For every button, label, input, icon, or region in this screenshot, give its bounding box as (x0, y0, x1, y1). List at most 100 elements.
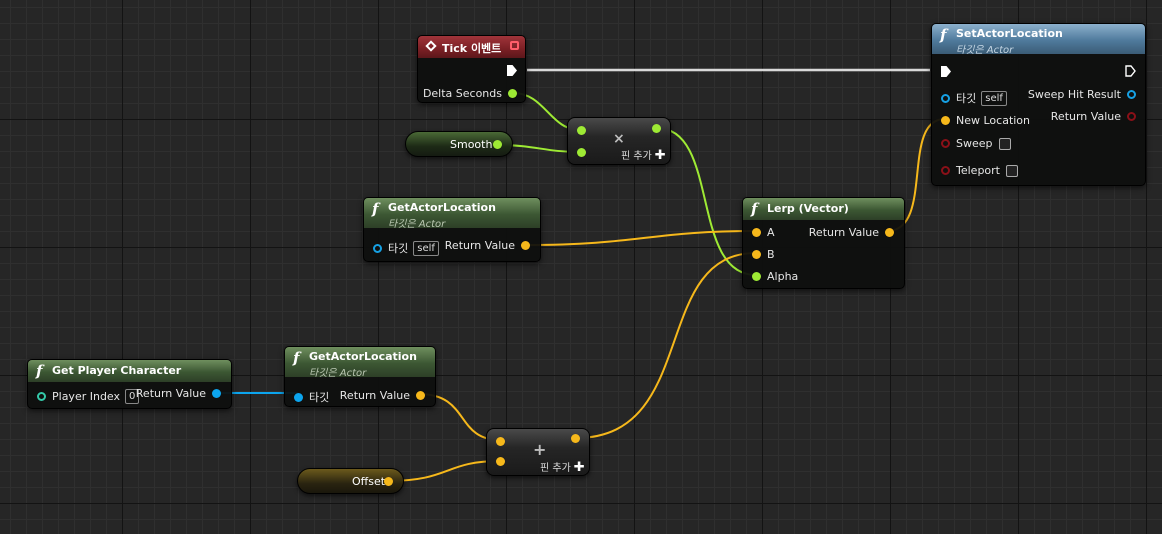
gal1-target-row[interactable]: 타깃 self (373, 240, 439, 256)
add-out-pin[interactable] (571, 434, 580, 443)
gal2-return-row[interactable]: Return Value (340, 389, 425, 402)
gal1-return-label: Return Value (444, 239, 515, 252)
player-index-field[interactable]: 0 (125, 389, 140, 404)
set-actor-location-header[interactable]: f SetActorLocation 타깃은 Actor (932, 24, 1145, 56)
lerp-vector-header[interactable]: f Lerp (Vector) (743, 198, 904, 220)
add-in-a-pin[interactable] (496, 437, 505, 446)
multiply-icon: × (613, 131, 625, 147)
add-icon: + (533, 440, 547, 459)
lerp-b-pin[interactable] (752, 250, 761, 259)
gal2-return-label: Return Value (339, 389, 410, 402)
get-actor-location-header-1[interactable]: f GetActorLocation 타깃은 Actor (364, 198, 540, 230)
offset-out-pin[interactable] (384, 477, 393, 486)
gal2-target-row[interactable]: 타깃 (294, 389, 329, 405)
sweep-pin[interactable] (941, 139, 950, 148)
wire-add-to-b (575, 252, 757, 439)
lerp-b-row[interactable]: B (752, 248, 775, 261)
player-index-pin[interactable] (37, 392, 46, 401)
smooth-label: Smooth (450, 138, 493, 151)
new-location-row[interactable]: New Location (941, 114, 1030, 127)
get-actor-location-node-2[interactable]: f GetActorLocation 타깃은 Actor 타깃 Return V… (284, 346, 436, 407)
offset-label: Offset (352, 475, 386, 488)
new-location-pin[interactable] (941, 116, 950, 125)
gal2-target-pin[interactable] (294, 392, 303, 402)
sal-exec-in-row[interactable] (941, 66, 951, 77)
sal-exec-out-row[interactable] (1125, 65, 1136, 77)
sweep-row[interactable]: Sweep (941, 137, 1011, 150)
sweep-checkbox[interactable] (998, 137, 1011, 150)
sal-return-value-pin[interactable] (1127, 112, 1136, 121)
get-actor-location-subtitle-1: 타깃은 Actor (388, 219, 446, 230)
target-self-field[interactable]: self (981, 90, 1007, 106)
tick-event-title: Tick 이벤트 (442, 42, 502, 55)
function-icon: f (940, 26, 947, 44)
gal2-target-label: 타깃 (309, 391, 330, 404)
delta-seconds-pin[interactable] (508, 89, 517, 98)
smooth-variable-node[interactable]: Smooth (405, 131, 513, 157)
add-in-b-pin[interactable] (496, 457, 505, 466)
gpc-return-row[interactable]: Return Value (136, 387, 221, 400)
gpc-return-pin[interactable] (212, 389, 221, 398)
lerp-b-label: B (767, 248, 775, 261)
add-add-pin-button[interactable]: 핀 추가✚ (540, 459, 585, 475)
tick-exec-out-row[interactable] (507, 65, 517, 76)
sweep-hit-result-label: Sweep Hit Result (1027, 88, 1121, 101)
wire-offset-to-add (387, 460, 501, 482)
get-player-character-node[interactable]: f Get Player Character Player Index 0 Re… (27, 359, 232, 409)
new-location-label: New Location (956, 114, 1031, 127)
sal-return-value-row[interactable]: Return Value (1051, 110, 1136, 123)
function-icon: f (751, 200, 758, 218)
lerp-return-row[interactable]: Return Value (809, 226, 894, 239)
teleport-label: Teleport (956, 164, 1000, 177)
teleport-pin[interactable] (941, 166, 950, 175)
gal1-return-pin[interactable] (521, 241, 530, 250)
multiply-in-a-pin[interactable] (577, 126, 586, 135)
gal1-target-self-field[interactable]: self (413, 240, 439, 256)
tick-event-node[interactable]: Tick 이벤트 Delta Seconds (417, 35, 526, 103)
get-actor-location-title-1: GetActorLocation (388, 201, 496, 214)
gal1-return-row[interactable]: Return Value (445, 239, 530, 252)
add-pin-plus-icon: ✚ (573, 460, 585, 475)
exec-out-pin-icon[interactable] (1125, 65, 1136, 77)
lerp-alpha-pin[interactable] (752, 272, 761, 281)
function-icon: f (293, 349, 300, 367)
get-actor-location-node-1[interactable]: f GetActorLocation 타깃은 Actor 타깃 self Ret… (363, 197, 541, 262)
lerp-a-row[interactable]: A (752, 226, 775, 239)
sweep-hit-result-pin[interactable] (1127, 90, 1136, 99)
get-actor-location-header-2[interactable]: f GetActorLocation 타깃은 Actor (285, 347, 435, 379)
target-pin[interactable] (941, 93, 950, 103)
exec-in-pin-icon[interactable] (941, 66, 951, 77)
delta-seconds-row[interactable]: Delta Seconds (423, 87, 517, 100)
sweep-label: Sweep (956, 137, 993, 150)
teleport-row[interactable]: Teleport (941, 164, 1018, 177)
player-index-label: Player Index (52, 390, 121, 403)
lerp-alpha-row[interactable]: Alpha (752, 270, 798, 283)
get-actor-location-title-2: GetActorLocation (309, 350, 417, 363)
multiply-node[interactable]: × 핀 추가✚ (567, 117, 671, 165)
player-index-row[interactable]: Player Index 0 (37, 389, 140, 404)
event-diamond-icon (425, 40, 437, 52)
sal-target-row[interactable]: 타깃 self (941, 90, 1007, 106)
delta-seconds-label: Delta Seconds (422, 87, 502, 100)
add-add-pin-label: 핀 추가 (540, 463, 571, 474)
lerp-vector-node[interactable]: f Lerp (Vector) A Return Value B Alpha (742, 197, 905, 289)
multiply-add-pin-button[interactable]: 핀 추가✚ (621, 147, 666, 163)
teleport-checkbox[interactable] (1006, 164, 1018, 177)
lerp-return-pin[interactable] (885, 228, 894, 237)
set-actor-location-node[interactable]: f SetActorLocation 타깃은 Actor 타깃 self Swe… (931, 23, 1146, 186)
gpc-return-label: Return Value (135, 387, 206, 400)
tick-event-header[interactable]: Tick 이벤트 (418, 36, 525, 58)
multiply-out-pin[interactable] (652, 124, 661, 133)
offset-variable-node[interactable]: Offset (297, 468, 404, 494)
gal1-target-pin[interactable] (373, 243, 382, 253)
sweep-hit-result-row[interactable]: Sweep Hit Result (1028, 88, 1136, 101)
get-player-character-header[interactable]: f Get Player Character (28, 360, 231, 382)
delegate-pin-icon[interactable] (510, 41, 519, 50)
gal2-return-pin[interactable] (416, 391, 425, 400)
set-actor-location-title: SetActorLocation (956, 27, 1063, 40)
exec-out-pin-icon[interactable] (507, 65, 517, 76)
lerp-a-pin[interactable] (752, 228, 761, 237)
add-node[interactable]: + 핀 추가✚ (486, 428, 590, 476)
smooth-out-pin[interactable] (493, 140, 502, 149)
multiply-in-b-pin[interactable] (577, 148, 586, 157)
